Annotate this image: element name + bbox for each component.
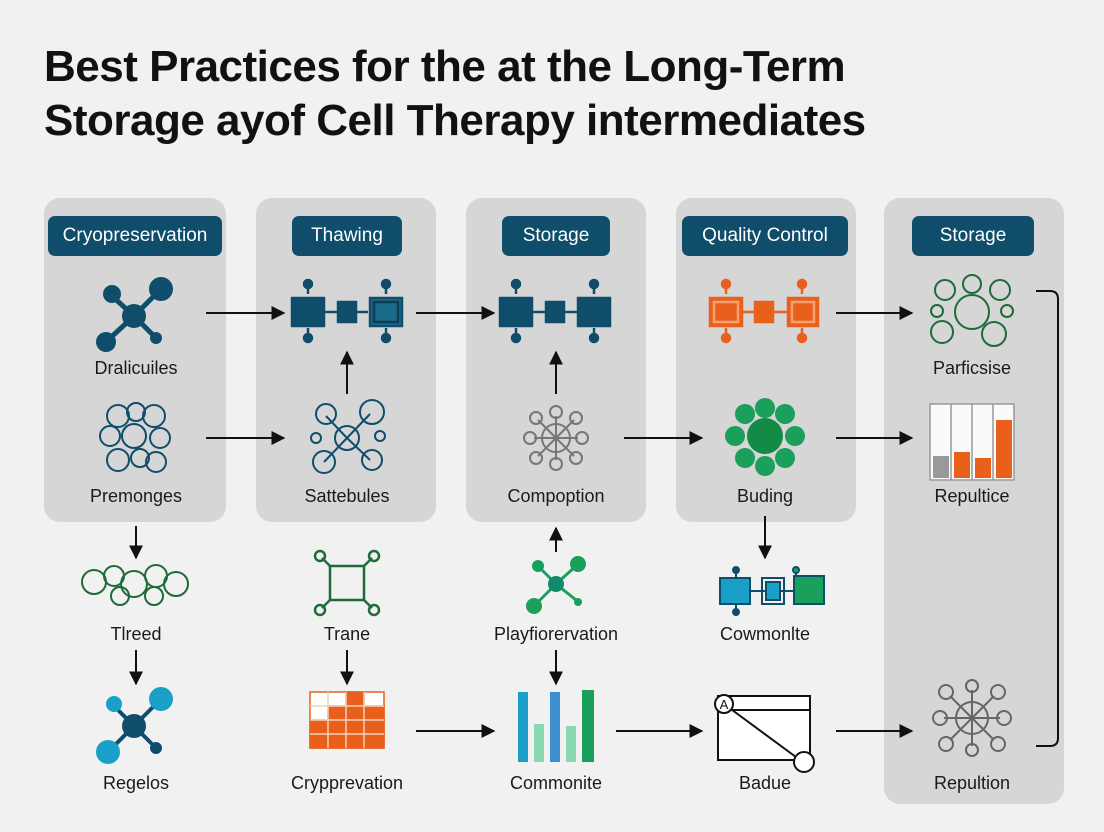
- header-storage: Storage: [502, 216, 610, 256]
- molecule-outline-navy-icon: [310, 399, 386, 474]
- chain-green-icon: [81, 564, 189, 606]
- header-storage-final: Storage: [912, 216, 1034, 256]
- hub-outline-gray-icon: [523, 405, 589, 471]
- title-line-1: Best Practices for the at the Long-Term: [44, 42, 846, 91]
- label-c4r2: Buding: [736, 486, 794, 506]
- storage-bracket: [1036, 290, 1059, 747]
- cluster-green-icon: [930, 274, 1014, 347]
- header-quality-control: Quality Control: [682, 216, 848, 256]
- process-block-navy-icon-2: [498, 278, 612, 344]
- label-c1r3: Tlreed: [110, 624, 162, 644]
- label-c5r1: Parficsise: [932, 358, 1012, 378]
- label-c4r3: Cowmonlte: [719, 624, 811, 644]
- process-block-orange-icon: [708, 278, 820, 344]
- bar-chart-icon: [929, 403, 1015, 481]
- label-c3r2: Compoption: [507, 486, 605, 506]
- flow-arrows: [129, 306, 914, 738]
- page-title: Best Practices for the at the Long-Term …: [44, 40, 866, 148]
- process-block-navy-icon: [290, 278, 404, 344]
- header-thawing: Thawing: [292, 216, 402, 256]
- label-c3r4: Commonite: [509, 773, 603, 793]
- label-c3r3: Playfiorervation: [493, 624, 619, 644]
- grid-orange-icon: [309, 691, 385, 749]
- process-block-teal-icon: [719, 566, 825, 616]
- box-node-icon: A: [714, 694, 815, 773]
- svg-text:A: A: [720, 697, 729, 712]
- molecule-navy-icon: [96, 277, 173, 352]
- label-c5r4: Repultion: [933, 773, 1011, 793]
- label-c5r2: Repultice: [934, 486, 1010, 506]
- molecule-green-icon: [526, 556, 586, 614]
- label-c2r3: Trane: [323, 624, 371, 644]
- flower-green-icon: [725, 398, 805, 476]
- label-c2r2: Sattebules: [304, 486, 390, 506]
- label-c2r4: Crypprevation: [290, 773, 404, 793]
- label-c1r2: Premonges: [89, 486, 183, 506]
- label-c1r4: Regelos: [102, 773, 170, 793]
- label-c1r1: Dralicuiles: [94, 358, 178, 378]
- ring-cluster-navy-icon: [99, 402, 171, 473]
- bar-columns-icon: [518, 690, 594, 762]
- square-frame-green-icon: [313, 549, 381, 617]
- label-c4r4: Badue: [738, 773, 792, 793]
- header-cryopreservation: Cryopreservation: [48, 216, 222, 256]
- title-line-2: Storage ayof Cell Therapy intermediates: [44, 96, 866, 145]
- hub-gray-icon: [932, 679, 1012, 757]
- molecule-teal-icon: [96, 687, 173, 764]
